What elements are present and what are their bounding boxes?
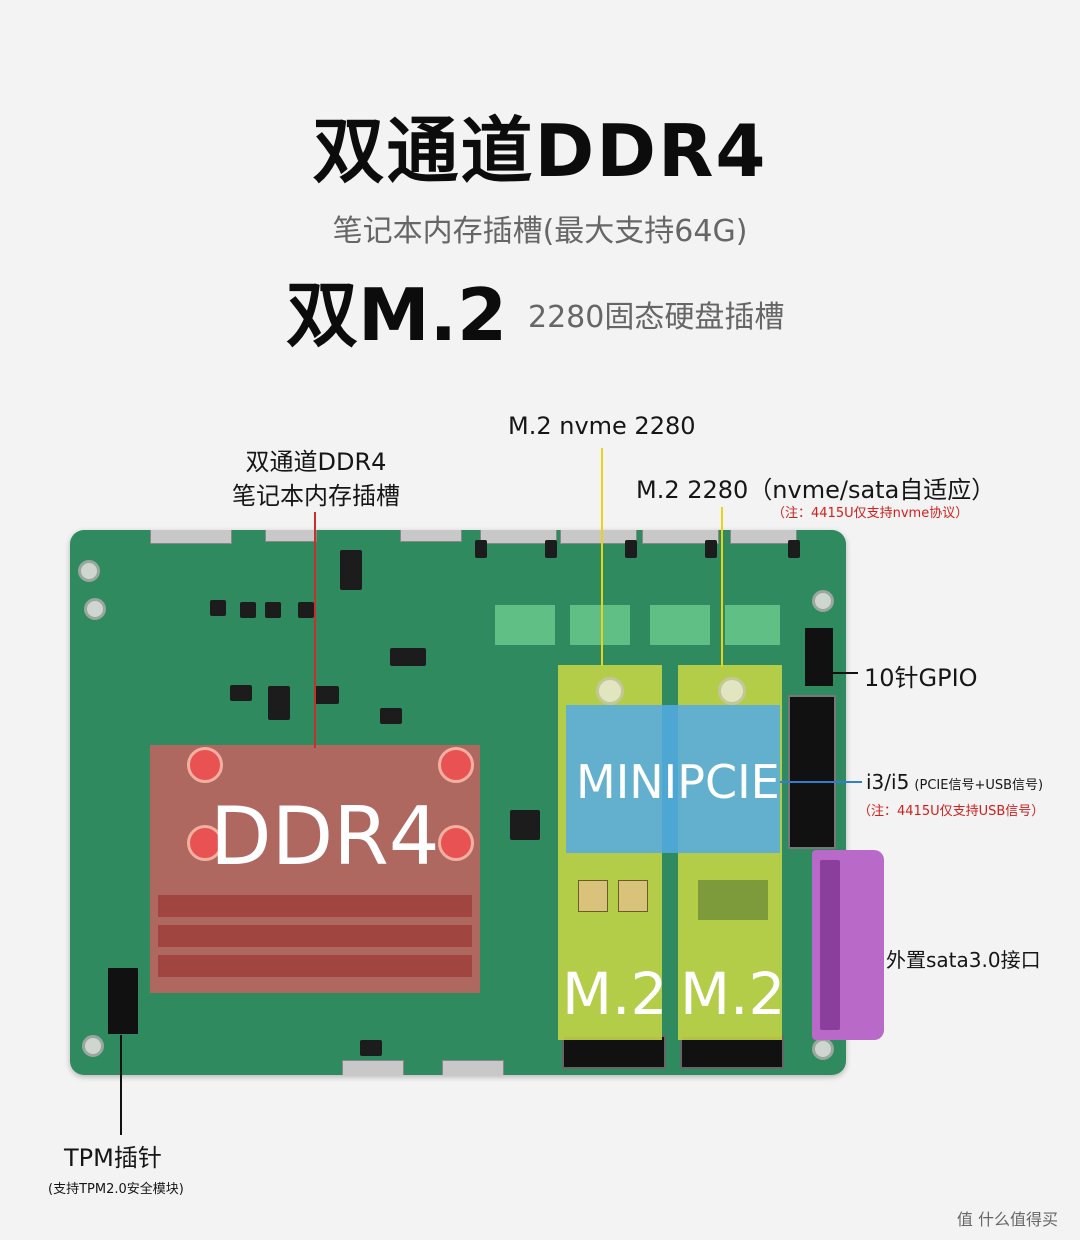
mounting-hole <box>84 598 106 620</box>
top-port <box>150 530 232 544</box>
ic-chip <box>265 602 281 618</box>
watermark: 值 什么值得买 <box>956 1210 1058 1229</box>
headline-m2: 双M.2 <box>286 273 508 357</box>
mounting-hole <box>812 1038 834 1060</box>
thermal-pad <box>570 605 630 645</box>
m2-right-label: M.2 <box>680 960 786 1028</box>
standoff <box>438 747 474 783</box>
ddr4-leader-line <box>314 512 316 748</box>
ic-chip <box>698 880 768 920</box>
ic-chip <box>230 685 252 701</box>
ic-chip <box>510 810 540 840</box>
thermal-pad <box>725 605 780 645</box>
minipcie-leader-line <box>780 781 862 783</box>
thermal-pad <box>495 605 555 645</box>
sata-pins <box>820 860 840 1030</box>
minipcie-overlay: MINIPCIE <box>566 705 780 853</box>
bottom-port <box>442 1060 504 1075</box>
thermal-pad <box>650 605 710 645</box>
m2-nvme-callout: M.2 nvme 2280 <box>508 412 696 440</box>
mounting-hole <box>78 560 100 582</box>
subheadline-m2: 2280固态硬盘插槽 <box>528 300 785 335</box>
gpio-leader-line <box>830 672 858 674</box>
ic-chip <box>315 686 339 704</box>
tpm-leader-line <box>120 1035 122 1135</box>
gpio-header <box>805 628 833 686</box>
subheadline: 笔记本内存插槽(最大支持64G) <box>332 214 748 249</box>
minipcie-overlay-label: MINIPCIE <box>576 755 780 809</box>
m2-slot-connector <box>562 1035 666 1069</box>
ic-chip <box>240 602 256 618</box>
mounting-hole <box>812 590 834 612</box>
ddr4-callout-line1: 双通道DDR4 <box>245 448 387 476</box>
mounting-hole <box>82 1035 104 1057</box>
top-port <box>560 530 637 544</box>
inductor <box>578 880 608 912</box>
standoff <box>438 825 474 861</box>
minipcie-callout-detail: (PCIE信号+USB信号) <box>914 778 1044 793</box>
m2-screw <box>718 677 746 705</box>
ic-chip <box>298 602 314 618</box>
minipcie-callout-main: i3/i5 <box>866 770 910 794</box>
m2-adaptive-note: （注：4415U仅支持nvme协议） <box>772 506 969 521</box>
minipcie-slot <box>788 695 836 849</box>
capacitor <box>625 540 637 558</box>
m2-adaptive-leader-line <box>721 507 723 667</box>
sata-callout: 外置sata3.0接口 <box>886 948 1041 972</box>
tpm-header <box>108 968 138 1034</box>
ic-chip <box>380 708 402 724</box>
capacitor <box>788 540 800 558</box>
ic-chip <box>340 550 362 590</box>
ddr4-callout-line2: 笔记本内存插槽 <box>232 482 400 510</box>
bottom-port <box>342 1060 404 1075</box>
minipcie-note: （注：4415U仅支持USB信号） <box>858 804 1045 819</box>
dimm-slot <box>158 895 472 917</box>
m2-adaptive-callout: M.2 2280（nvme/sata自适应） <box>636 476 996 504</box>
capacitor <box>545 540 557 558</box>
sata-connector-overlay <box>812 850 884 1040</box>
top-port <box>642 530 719 544</box>
capacitor <box>475 540 487 558</box>
headline: 双通道DDR4 <box>312 109 768 193</box>
ic-chip <box>360 1040 382 1056</box>
top-port <box>400 530 462 542</box>
top-port <box>730 530 797 544</box>
m2-nvme-leader-line <box>601 448 603 666</box>
ic-chip <box>210 600 226 616</box>
ic-chip <box>390 648 426 666</box>
capacitor <box>705 540 717 558</box>
top-port <box>265 530 317 542</box>
standoff <box>187 747 223 783</box>
standoff <box>187 825 223 861</box>
m2-left-label: M.2 <box>562 960 668 1028</box>
ddr4-slot-overlay: DDR4 <box>150 745 480 993</box>
top-port <box>480 530 557 544</box>
m2-slot-connector <box>680 1035 784 1069</box>
gpio-callout: 10针GPIO <box>864 664 978 692</box>
tpm-note: (支持TPM2.0安全模块) <box>48 1182 184 1197</box>
ic-chip <box>268 686 290 720</box>
ddr4-overlay-label: DDR4 <box>210 790 440 883</box>
dimm-slot <box>158 925 472 947</box>
tpm-callout: TPM插针 <box>64 1144 162 1172</box>
dimm-slot <box>158 955 472 977</box>
minipcie-callout: i3/i5 (PCIE信号+USB信号) <box>866 770 1043 794</box>
inductor <box>618 880 648 912</box>
m2-screw <box>596 677 624 705</box>
